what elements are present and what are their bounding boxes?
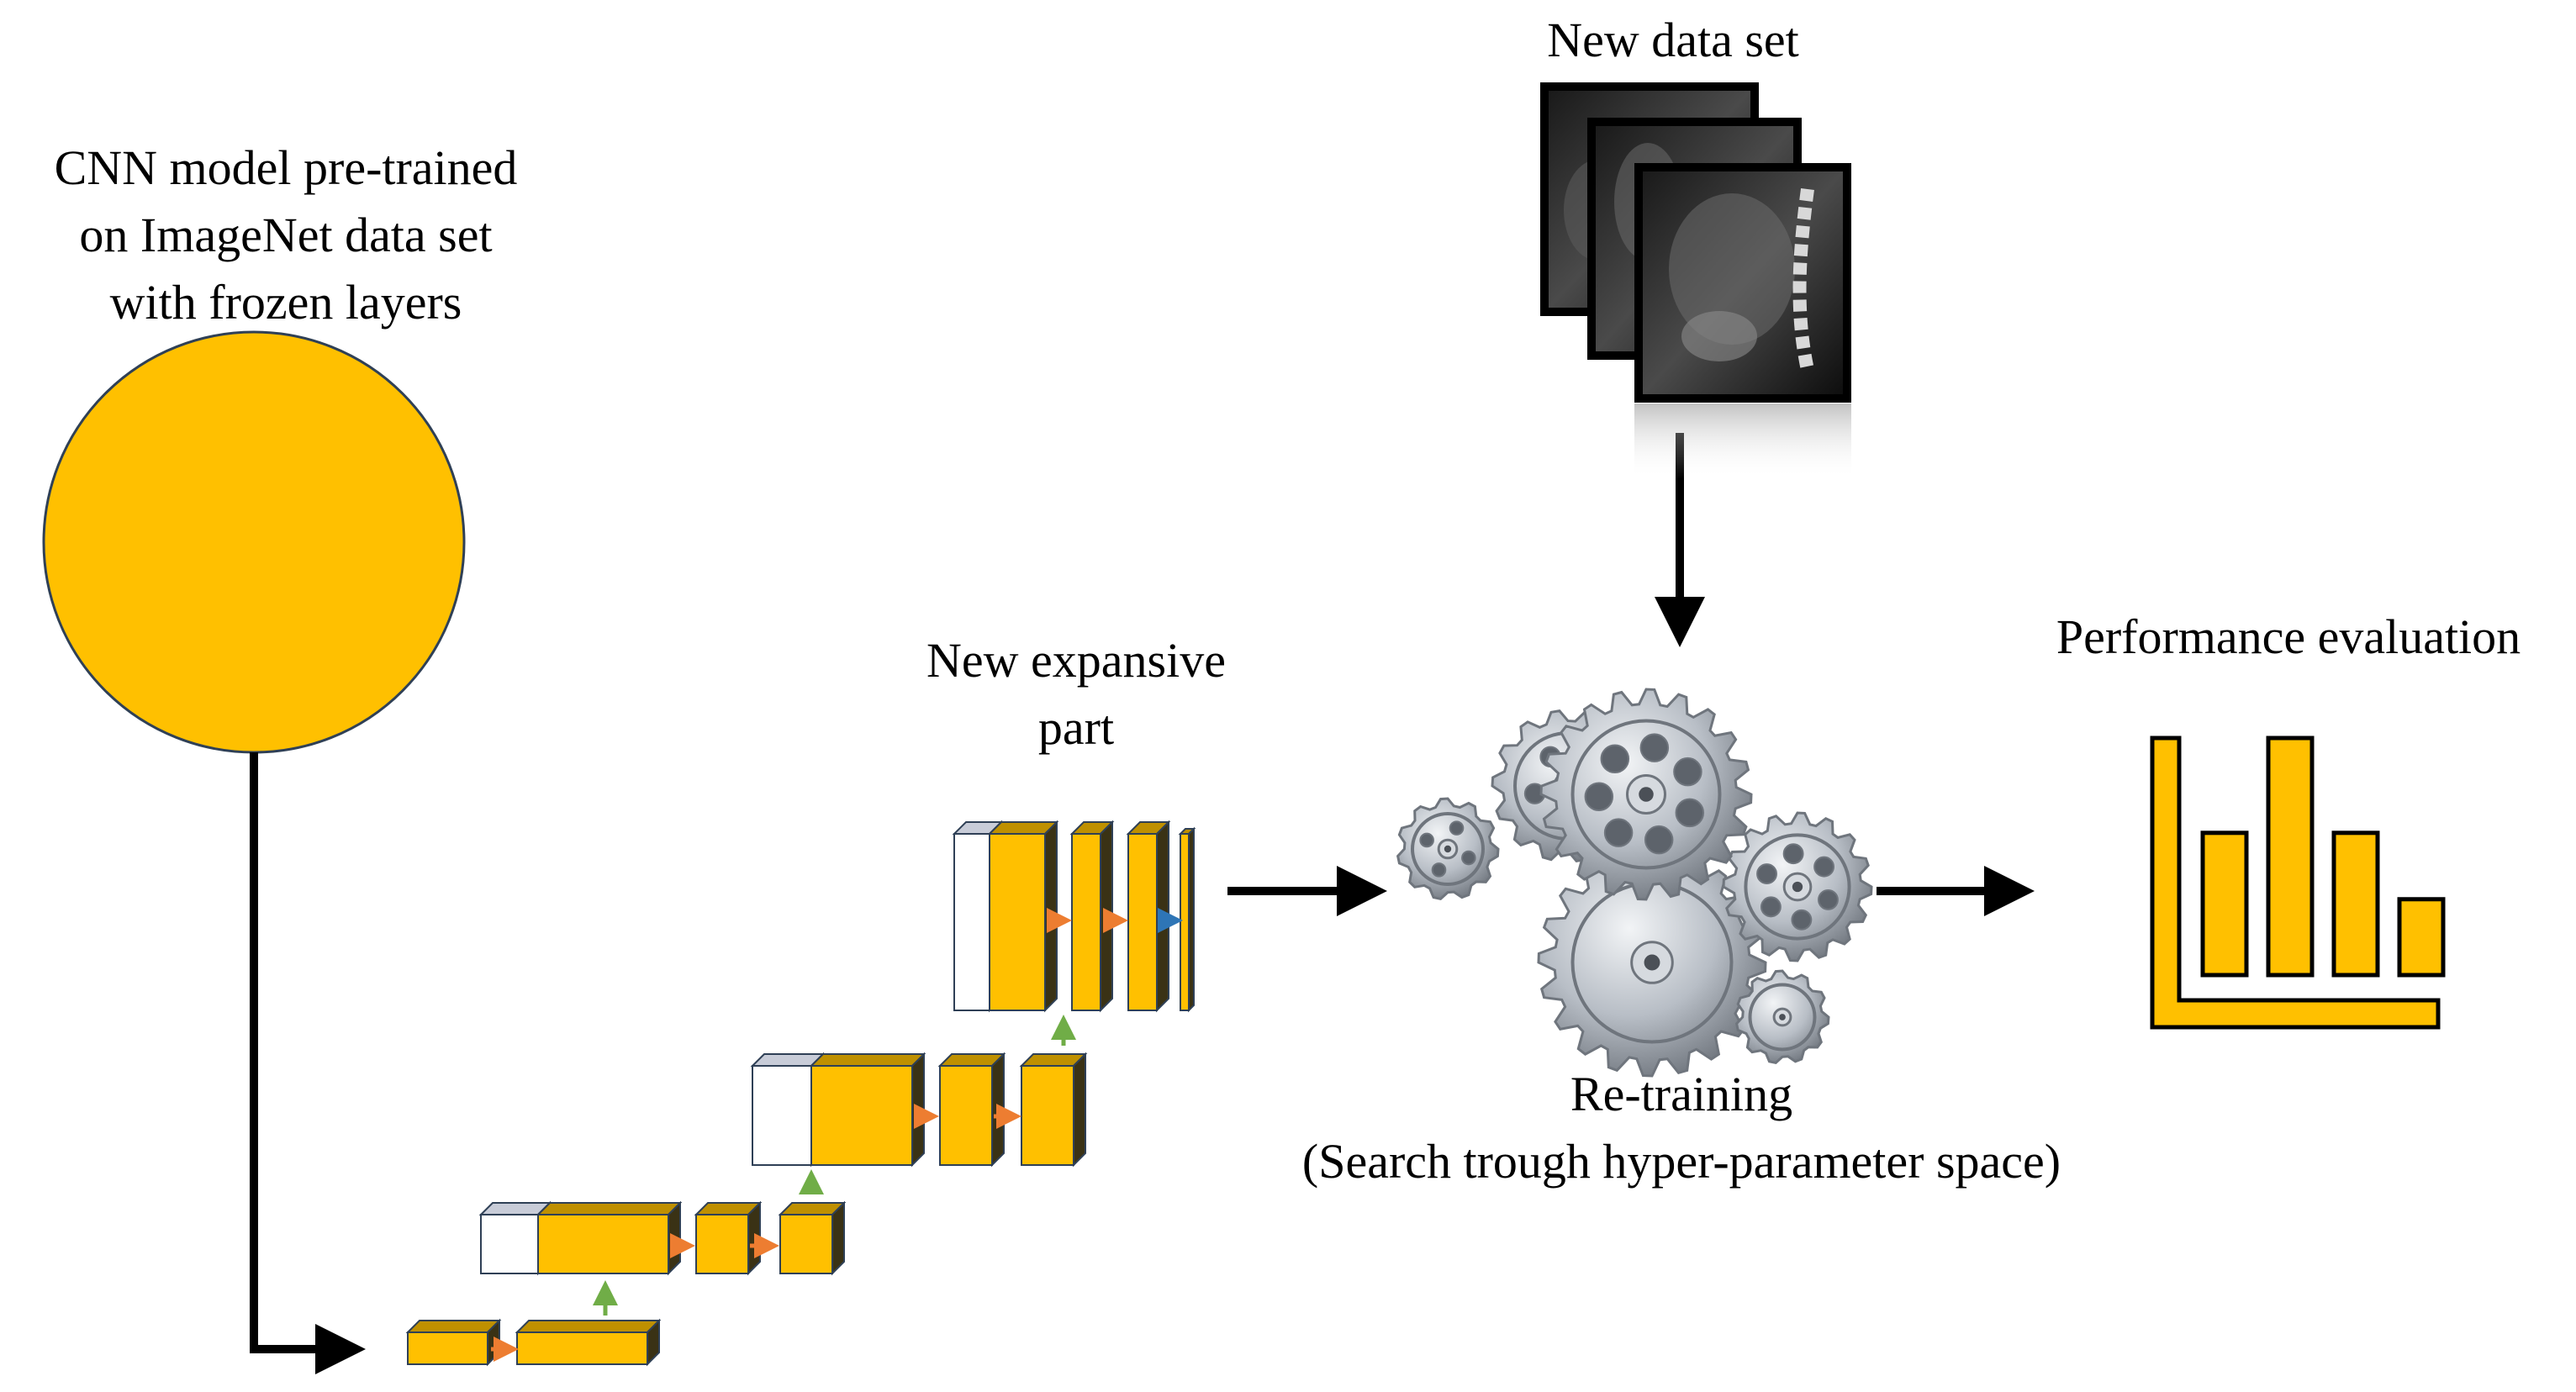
chart-bar: [2200, 830, 2249, 978]
feature-map-block: [405, 1318, 502, 1367]
retraining-label-line: Re-training: [1570, 1067, 1793, 1121]
chart-bar: [2331, 830, 2380, 978]
pretrained-model-circle: [42, 330, 466, 754]
feature-map-block: [694, 1200, 763, 1276]
pretrained-model-label-line: CNN model pre-trained: [54, 140, 518, 195]
pretrained-model-label-line: on ImageNet data set: [79, 208, 493, 262]
feature-map-block: [1069, 820, 1115, 1013]
ct-scan-stack-icon: [1540, 82, 1851, 479]
feature-map-block: [937, 1052, 1006, 1168]
bar-chart-icon: [2150, 736, 2446, 1030]
pretrained-model-label: CNN model pre-trained on ImageNet data s…: [0, 134, 572, 336]
model-connector-arrow: [250, 752, 366, 1374]
performance-evaluation-label-text: Performance evaluation: [2056, 609, 2521, 664]
feature-map-block: [1126, 820, 1171, 1013]
chart-bar: [2397, 897, 2446, 978]
feature-map-block: [778, 1200, 847, 1276]
network-arrows: [491, 908, 1183, 1362]
feature-map-block: [1178, 826, 1196, 1013]
new-dataset-label: New data set: [1421, 7, 1925, 74]
network-blocks: [405, 820, 1196, 1367]
chart-bar: [2266, 736, 2315, 978]
feature-map-block: [515, 1318, 662, 1367]
retraining-label: Re-training (Search trough hyper-paramet…: [1177, 1061, 2186, 1195]
new-dataset-label-text: New data set: [1547, 13, 1799, 67]
chart-axis: [2150, 736, 2441, 1030]
feature-map-block: [1019, 1052, 1088, 1168]
expansive-part-label: New expansive part: [866, 627, 1286, 762]
expansive-part-label-line: New expansive: [926, 633, 1226, 688]
expansive-part-label-line: part: [1037, 700, 1115, 755]
pretrained-model-label-line: with frozen layers: [109, 275, 462, 330]
gears-icon: [1396, 688, 1873, 1078]
gear-icon: [1722, 811, 1873, 962]
gear-icon: [1539, 688, 1753, 901]
gear-icon: [1734, 969, 1830, 1065]
gear-icon: [1396, 797, 1500, 901]
feature-map-block: [987, 820, 1059, 1013]
performance-evaluation-label: Performance evaluation: [2001, 604, 2576, 671]
feature-map-block: [536, 1200, 683, 1276]
retraining-label-line: (Search trough hyper-parameter space): [1301, 1134, 2061, 1189]
feature-map-block: [809, 1052, 926, 1168]
